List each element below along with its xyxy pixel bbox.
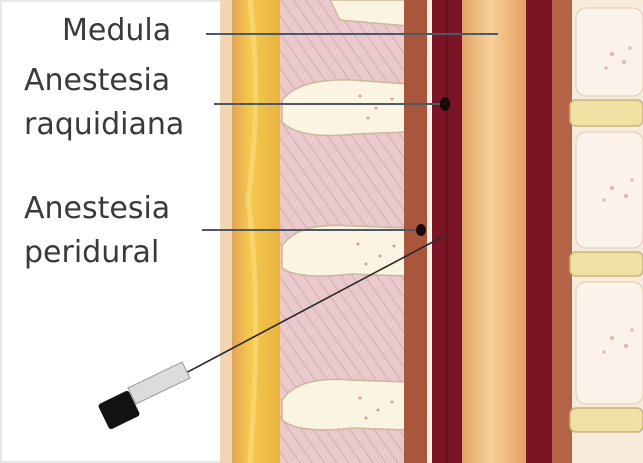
dura-mater-right xyxy=(526,0,552,463)
peridural-label-line2: peridural xyxy=(24,236,159,270)
intervertebral-disc-2 xyxy=(570,252,643,276)
raquidiana-label-line1: Anestesia xyxy=(24,64,170,98)
spinal-cord xyxy=(462,0,526,463)
medula-label: Medula xyxy=(62,14,171,48)
spinous-process-2 xyxy=(282,225,408,276)
spinous-process-1 xyxy=(282,80,408,136)
posterior-ligament xyxy=(552,0,572,463)
vertebral-column xyxy=(570,0,643,463)
peridural-label-line1: Anestesia xyxy=(24,192,170,226)
intervertebral-disc-3 xyxy=(570,408,643,432)
peridural-injection-point xyxy=(416,224,426,236)
vertebral-body-1 xyxy=(576,8,643,96)
raquidiana-injection-point xyxy=(440,97,450,111)
intervertebral-disc-1 xyxy=(570,100,643,126)
raquidiana-label-line2: raquidiana xyxy=(24,108,184,142)
spinous-process-3 xyxy=(282,379,408,430)
vertebral-body-3 xyxy=(576,282,643,404)
vertebral-body-2 xyxy=(576,132,643,248)
skin-layer xyxy=(220,0,234,463)
